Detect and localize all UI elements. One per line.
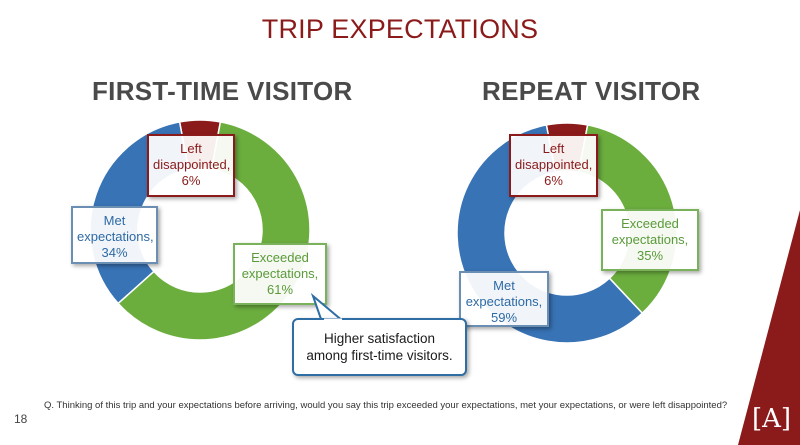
callout-line-1: Higher satisfaction	[323, 331, 436, 346]
slice-value: 61%	[266, 282, 294, 297]
slice-value: 6%	[181, 173, 201, 188]
page-number: 18	[14, 412, 28, 426]
slice-label: Left disappointed,	[153, 141, 231, 172]
callout-bubble: Higher satisfaction among first-time vis…	[292, 318, 467, 376]
slice-label: Exceeded expectations,	[241, 250, 319, 281]
label-met-expectations-2: Met expectations, 59%	[459, 271, 549, 327]
slice-value: 6%	[544, 173, 563, 188]
chart-title-first-time: FIRST-TIME VISITOR	[92, 76, 353, 106]
slice-value: 59%	[490, 310, 518, 325]
footnote: Q. Thinking of this trip and your expect…	[44, 400, 728, 411]
slice-label: Exceeded expectations,	[611, 216, 689, 247]
label-exceeded-expectations-2: Exceeded expectations, 35%	[601, 209, 699, 271]
label-met-expectations-1: Met expectations, 34%	[71, 206, 158, 264]
label-left-disappointed-2: Left disappointed, 6%	[509, 134, 598, 197]
slice-value: 34%	[101, 245, 128, 260]
label-exceeded-expectations-1: Exceeded expectations, 61%	[233, 243, 327, 305]
logo: [A]	[752, 404, 792, 434]
slice-label: Left disappointed,	[515, 141, 593, 172]
chart-title-repeat: REPEAT VISITOR	[482, 76, 701, 106]
slice-label: Met expectations,	[77, 213, 154, 244]
slice-label: Met expectations,	[465, 278, 543, 309]
callout-line-2: among first-time visitors.	[306, 348, 453, 363]
slice-value: 35%	[636, 248, 664, 263]
page-title: TRIP EXPECTATIONS	[261, 14, 539, 44]
label-left-disappointed-1: Left disappointed, 6%	[147, 134, 235, 197]
